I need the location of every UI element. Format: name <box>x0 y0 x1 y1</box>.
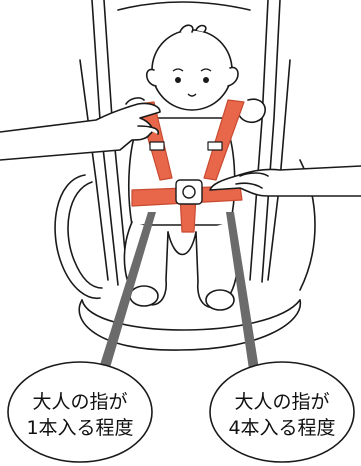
right-strap-adjuster <box>207 141 223 151</box>
callout-four-fingers-line1: 大人の指が <box>234 391 329 413</box>
callout-one-finger-line2: 1本入る程度 <box>26 417 133 439</box>
pointer-one-finger <box>94 212 156 388</box>
left-adult-hand <box>0 97 161 161</box>
right-shoulder-strap <box>203 99 245 181</box>
callout-bubble <box>7 361 153 463</box>
callout-pointers <box>94 212 262 390</box>
pointer-four-fingers <box>226 212 262 390</box>
child-figure <box>123 24 266 311</box>
right-adult-hand <box>209 165 361 197</box>
left-strap-adjuster <box>149 141 165 151</box>
callout-one-finger: 大人の指が 1本入る程度 <box>7 361 153 463</box>
callout-bubble <box>209 361 355 463</box>
child-face <box>172 68 212 97</box>
callout-four-fingers: 大人の指が 4本入る程度 <box>209 361 355 463</box>
callout-four-fingers-line2: 4本入る程度 <box>228 417 335 439</box>
callout-one-finger-line1: 大人の指が <box>32 391 127 413</box>
